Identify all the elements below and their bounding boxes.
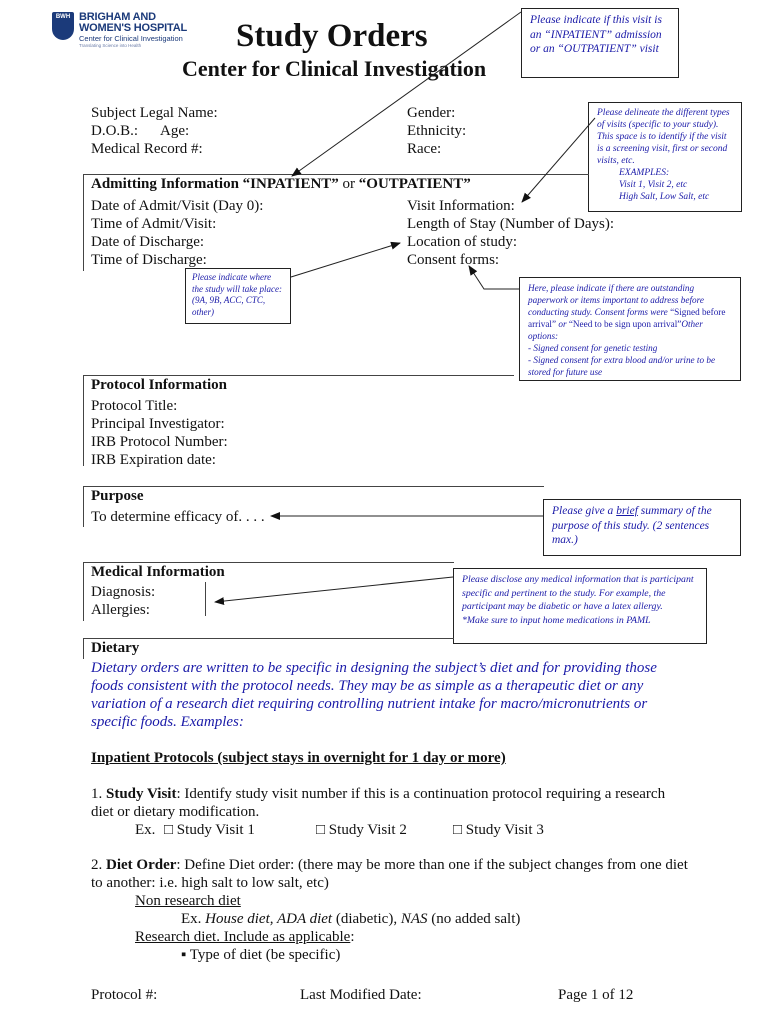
medical-section-border: [83, 562, 454, 621]
arrow-consent: [468, 265, 519, 290]
visit-information-label: Visit Information:: [407, 198, 515, 214]
hospital-logo: BWH BRIGHAM AND WOMEN'S HOSPITAL Center …: [52, 11, 202, 48]
age-label: Age:: [160, 123, 190, 139]
page-subtitle: Center for Clinical Investigation: [182, 56, 487, 81]
protocol-title-label: Protocol Title:: [91, 398, 178, 414]
protocol-section-border: [83, 375, 514, 466]
dietary-intro: Dietary orders are written to be specifi…: [91, 660, 657, 730]
callout-purpose: Please give a brief summary of the purpo…: [543, 499, 741, 556]
study-visit-item: 1. Study Visit: Identify study visit num…: [91, 786, 666, 820]
dietary-header: Dietary: [91, 640, 140, 656]
ethnicity-label: Ethnicity:: [407, 123, 467, 139]
study-visit-3-checkbox[interactable]: □ Study Visit 3: [453, 822, 544, 838]
admitting-header: Admitting Information “INPATIENT” or “OU…: [91, 176, 471, 192]
non-research-diet-label: Non research diet: [135, 893, 241, 909]
gender-label: Gender:: [407, 105, 456, 121]
protocol-header: Protocol Information: [91, 377, 227, 393]
allergies-label: Allergies:: [91, 602, 150, 618]
purpose-section-border: [83, 486, 544, 527]
footer-last-modified: Last Modified Date:: [300, 987, 422, 1003]
logo-line2: WOMEN'S HOSPITAL: [79, 22, 187, 34]
non-research-diet-example: Ex. House diet, ADA diet (diabetic), NAS…: [181, 911, 521, 927]
logo-line1: BRIGHAM AND: [79, 11, 156, 23]
type-of-diet-bullet: ▪ Type of diet (be specific): [181, 947, 341, 963]
arrow-location: [290, 241, 401, 278]
page-title: Study Orders: [236, 18, 428, 54]
logo-line3: Center for Clinical Investigation: [79, 34, 183, 43]
location-of-study-label: Location of study:: [407, 234, 517, 250]
dob-label: D.O.B.:: [91, 123, 139, 139]
arrow-medical: [214, 576, 454, 606]
diagnosis-label: Diagnosis:: [91, 584, 156, 600]
principal-investigator-label: Principal Investigator:: [91, 416, 225, 432]
footer-protocol-number: Protocol #:: [91, 987, 158, 1003]
length-of-stay-label: Length of Stay (Number of Days):: [407, 216, 615, 232]
medical-header: Medical Information: [91, 564, 225, 580]
logo-line4: Translating Science into Health: [79, 43, 142, 48]
diet-order-item: 2. Diet Order: Define Diet order: (there…: [91, 857, 688, 891]
dietary-section-border: [83, 638, 454, 659]
date-admit-label: Date of Admit/Visit (Day 0):: [91, 198, 264, 214]
callout-medical: Please disclose any medical information …: [453, 568, 707, 644]
study-visit-2-checkbox[interactable]: □ Study Visit 2: [316, 822, 407, 838]
callout-visit-type: Please indicate if this visit is an “INP…: [521, 8, 679, 78]
race-label: Race:: [407, 141, 442, 157]
irb-expiration-label: IRB Expiration date:: [91, 452, 216, 468]
shield-icon: BWH: [52, 12, 74, 40]
time-admit-label: Time of Admit/Visit:: [91, 216, 217, 232]
time-discharge-label: Time of Discharge:: [91, 252, 207, 268]
inpatient-protocols-header: Inpatient Protocols (subject stays in ov…: [91, 750, 506, 766]
medical-divider: [205, 582, 206, 616]
arrow-visit-information: [521, 117, 596, 203]
medical-record-label: Medical Record #:: [91, 141, 203, 157]
study-visit-1-checkbox[interactable]: □ Study Visit 1: [164, 822, 255, 838]
irb-number-label: IRB Protocol Number:: [91, 434, 228, 450]
purpose-header: Purpose: [91, 488, 144, 504]
logo-mark: BWH: [55, 14, 71, 20]
callout-location: Please indicate where the study will tak…: [185, 268, 291, 324]
admitting-section-border: [83, 174, 589, 271]
purpose-text: To determine efficacy of. . . .: [91, 509, 265, 525]
subject-legal-name-label: Subject Legal Name:: [91, 105, 218, 121]
arrow-visit-type: [291, 11, 522, 177]
footer-page-number: Page 1 of 12: [558, 987, 634, 1003]
callout-consent-forms: Here, please indicate if there are outst…: [519, 277, 741, 381]
date-discharge-label: Date of Discharge:: [91, 234, 205, 250]
callout-visit-information: Please delineate the different types of …: [588, 102, 742, 212]
research-diet-label: Research diet. Include as applicable:: [135, 929, 355, 945]
study-visit-example-label: Ex.: [135, 822, 156, 838]
consent-forms-label: Consent forms:: [407, 252, 500, 268]
